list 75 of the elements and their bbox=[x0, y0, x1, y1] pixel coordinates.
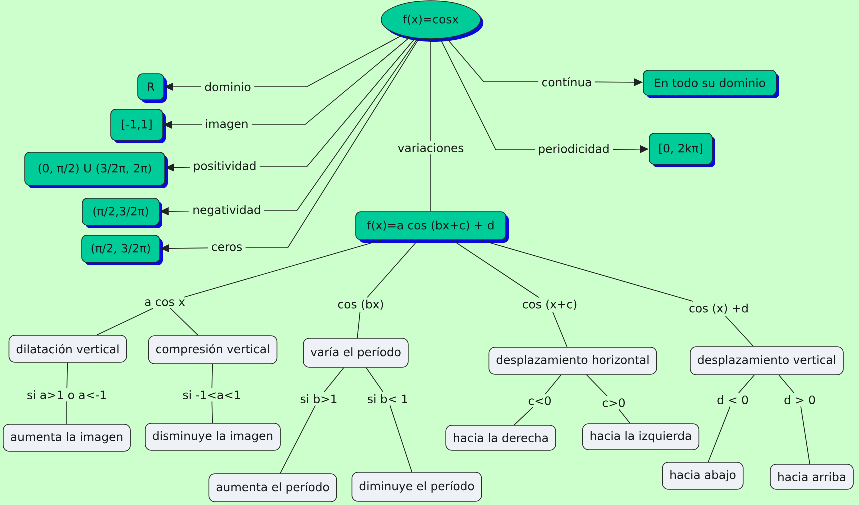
connector-line bbox=[357, 312, 361, 338]
concept-box: hacia la derecha bbox=[446, 425, 556, 451]
connector-line bbox=[184, 240, 382, 298]
linking-phrase: contínua bbox=[542, 77, 592, 87]
connector-line bbox=[708, 406, 731, 462]
linking-phrase: a cos x bbox=[145, 300, 186, 306]
concept-box: [-1,1] bbox=[110, 109, 166, 144]
concept-box: desplazamiento horizontal bbox=[488, 347, 658, 375]
linking-phrase: cos (x+c) bbox=[523, 300, 577, 310]
connector-line bbox=[264, 38, 418, 212]
concept-box: hacia arriba bbox=[770, 464, 854, 490]
connector-line bbox=[446, 38, 539, 82]
connector-line bbox=[96, 308, 154, 336]
linking-phrase: si b>1 bbox=[300, 394, 337, 404]
connector-line bbox=[260, 38, 416, 168]
connector-line bbox=[552, 312, 568, 348]
connector-line bbox=[254, 35, 402, 88]
concept-box: En todo su dominio bbox=[643, 70, 780, 98]
concept-box: (π/2, 3/2π) bbox=[82, 235, 163, 266]
linking-phrase: si a>1 o a<-1 bbox=[28, 390, 106, 400]
connector-line bbox=[480, 240, 694, 302]
linking-phrase: positividad bbox=[194, 161, 256, 173]
concept-box: hacia abajo bbox=[662, 462, 744, 490]
connector-line bbox=[366, 368, 384, 393]
connector-line bbox=[738, 375, 755, 394]
connector-line bbox=[252, 37, 410, 126]
connector-line bbox=[430, 154, 432, 212]
linking-phrase: cos (x) +d bbox=[690, 304, 748, 314]
linking-phrase: cos (bx) bbox=[338, 300, 384, 310]
connector-line bbox=[545, 374, 562, 395]
concept-box: varía el período bbox=[303, 338, 409, 368]
connector-line bbox=[280, 405, 316, 474]
linking-phrase: imagen bbox=[206, 119, 248, 131]
concept-box: f(x)=a cos (bx+c) + d bbox=[356, 212, 509, 243]
concept-box: hacia la izquierda bbox=[582, 424, 700, 450]
concept-box: desplazamiento vertical bbox=[690, 346, 844, 376]
concept-box: (π/2,3/2π) bbox=[82, 198, 162, 228]
connector-line bbox=[390, 405, 412, 472]
connector-line bbox=[212, 364, 214, 389]
linking-phrase: negatividad bbox=[194, 205, 260, 217]
concept-box: diminuye el período bbox=[352, 472, 482, 502]
concept-box: (0, π/2) U (3/2π, 2π) bbox=[24, 152, 168, 188]
concept-box: disminuye la imagen bbox=[145, 423, 281, 451]
connector-line bbox=[66, 401, 68, 424]
connector-line bbox=[778, 375, 795, 394]
connector-line bbox=[66, 362, 68, 389]
linking-phrase: dominio bbox=[205, 82, 251, 92]
concept-box: dilatación vertical bbox=[8, 335, 128, 363]
connector-line bbox=[367, 240, 419, 298]
linking-phrase: periodicidad bbox=[539, 144, 609, 156]
concept-box: R bbox=[138, 74, 167, 103]
connector-line bbox=[800, 406, 810, 464]
connector-line bbox=[514, 407, 534, 426]
linking-phrase: c>0 bbox=[602, 398, 625, 408]
connector-line bbox=[618, 409, 631, 424]
connector-line bbox=[725, 316, 754, 347]
linking-phrase: si b< 1 bbox=[368, 394, 408, 404]
linking-phrase: d < 0 bbox=[718, 396, 748, 404]
connector-line bbox=[245, 38, 420, 248]
connector-line bbox=[212, 401, 214, 424]
concept-box: compresión vertical bbox=[148, 336, 278, 364]
connector-line bbox=[324, 368, 344, 393]
concept-box: [0, 2kπ] bbox=[649, 133, 716, 168]
linking-phrase: ceros bbox=[212, 244, 242, 252]
concept-box: aumenta el período bbox=[208, 474, 338, 502]
concept-box: aumenta la imagen bbox=[3, 424, 131, 452]
linking-phrase: d > 0 bbox=[784, 396, 816, 404]
connector-line bbox=[440, 38, 536, 150]
linking-phrase: variaciones bbox=[398, 144, 464, 152]
connector-line bbox=[170, 308, 199, 336]
linking-phrase: si -1<a<1 bbox=[183, 390, 240, 400]
linking-phrase: c<0 bbox=[528, 396, 551, 406]
connector-line bbox=[586, 374, 608, 397]
connector-line bbox=[452, 240, 540, 298]
connector-line bbox=[430, 39, 432, 142]
